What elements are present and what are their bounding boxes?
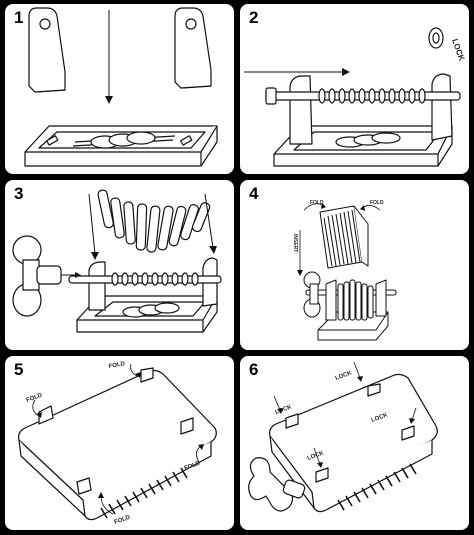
lock-label: LOCK	[450, 38, 466, 63]
winding-knob-part	[303, 271, 321, 318]
right-upright-part	[431, 73, 453, 141]
step-6-panel: 6	[240, 356, 469, 530]
step-6-illustration: LOCK LOCK LOCK LOCK	[248, 361, 438, 513]
insert-label: INSERT	[292, 234, 298, 252]
tab-part	[285, 383, 415, 483]
folded-sheet-part	[319, 205, 369, 269]
fold-label-1: FOLD	[310, 200, 324, 206]
down-arrow-icon	[313, 447, 323, 468]
left-upright-part	[289, 75, 313, 145]
lock-label-2: LOCK	[335, 370, 354, 382]
step-4-illustration: FOLD FOLD INSERT	[292, 200, 397, 341]
base-tray-part	[76, 295, 218, 333]
step-6-number: 6	[249, 360, 259, 379]
device-fins	[337, 279, 374, 321]
curved-arrow-icon	[303, 203, 326, 211]
down-arrow-icon	[88, 193, 99, 260]
step-4-number: 4	[249, 184, 259, 203]
rod-teeth	[318, 88, 426, 104]
curved-arrow-icon	[130, 363, 141, 378]
right-upright-part	[174, 7, 212, 89]
down-arrow-icon	[105, 10, 113, 104]
step-3-illustration	[12, 189, 222, 333]
down-arrow-icon	[409, 407, 417, 424]
down-arrow-icon	[297, 230, 303, 276]
box-slot-stripes	[337, 463, 417, 511]
step-5-illustration: FOLD FOLD FOLD FOLD	[18, 361, 217, 526]
flap-pieces	[97, 189, 211, 253]
right-arrow-icon	[61, 272, 81, 278]
curved-arrow-icon	[360, 205, 381, 211]
box-slot-stripes	[100, 467, 188, 519]
rod-teeth	[111, 272, 199, 286]
step-3-number: 3	[14, 184, 24, 203]
step-1-number: 1	[14, 8, 24, 27]
step-1-panel: 1	[5, 4, 234, 174]
left-upright-part	[88, 261, 106, 311]
winding-knob-part	[12, 235, 62, 317]
step-5-number: 5	[14, 360, 24, 379]
step-2-illustration: LOCK	[244, 27, 466, 167]
fold-label-3: FOLD	[184, 460, 202, 471]
curved-arrow-icon	[32, 399, 42, 418]
curved-arrow-icon	[196, 444, 204, 463]
fold-label-2: FOLD	[370, 200, 384, 206]
step-3-panel: 3	[5, 180, 234, 350]
lock-label-1: LOCK	[275, 404, 294, 416]
down-arrow-icon	[273, 395, 283, 414]
curved-arrow-icon	[98, 492, 114, 515]
winding-knob-part	[248, 457, 306, 512]
base-tray-part	[24, 125, 218, 167]
fold-label-2: FOLD	[108, 361, 126, 370]
fold-label-4: FOLD	[114, 514, 132, 525]
left-upright-part	[28, 7, 66, 93]
lock-label-3: LOCK	[371, 412, 390, 424]
step-1-illustration	[24, 7, 218, 167]
lock-label-4: LOCK	[307, 450, 326, 462]
lock-ring-part	[428, 27, 444, 49]
step-2-number: 2	[249, 8, 259, 27]
down-arrow-icon	[353, 361, 363, 382]
step-4-panel: 4	[240, 180, 469, 350]
down-arrow-icon	[204, 193, 217, 254]
fold-label-1: FOLD	[26, 392, 44, 403]
step-5-panel: 5	[5, 356, 234, 530]
right-arrow-icon	[244, 68, 350, 76]
inverted-box-part	[18, 369, 217, 521]
tab-part	[38, 367, 194, 495]
step-2-panel: 2	[240, 4, 469, 174]
